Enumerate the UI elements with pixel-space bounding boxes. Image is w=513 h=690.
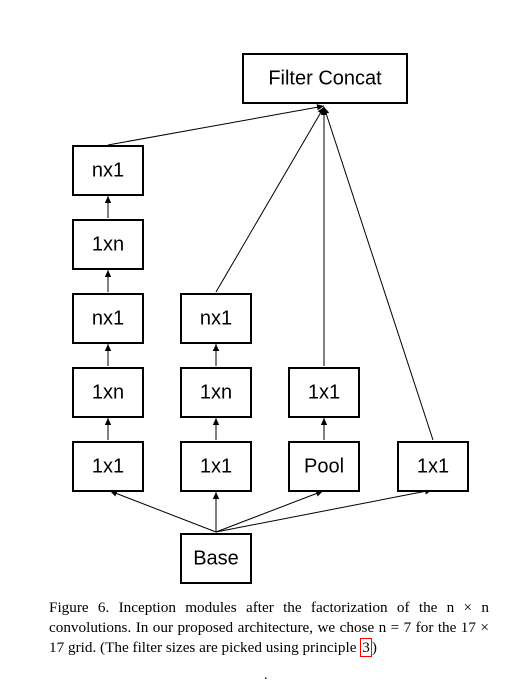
edge-base-b3 (215, 490, 324, 533)
node-branch4-1x1: 1x1 (397, 441, 469, 492)
node-branch1-1xn-lower: 1xn (72, 367, 144, 418)
node-filter-concat: Filter Concat (242, 53, 408, 104)
node-branch1-nx1-top: nx1 (72, 145, 144, 196)
edge-b1-concat (107, 104, 325, 146)
caption-suffix: ) (371, 639, 377, 656)
node-branch1-1x1: 1x1 (72, 441, 144, 492)
node-label: 1x1 (308, 382, 340, 404)
node-filter-concat-label: Filter Concat (268, 68, 382, 90)
footer-mark: . (264, 668, 268, 683)
node-branch1-nx1-middle: nx1 (72, 293, 144, 344)
node-label: nx1 (92, 160, 124, 182)
node-base-label: Base (193, 548, 239, 570)
node-label: 1x1 (417, 456, 449, 478)
inception-module-diagram: Filter Concat nx1 1xn nx1 1xn 1x1 nx1 1x… (72, 53, 469, 584)
node-label: 1x1 (92, 456, 124, 478)
node-branch1-1xn-upper: 1xn (72, 219, 144, 270)
node-label: Pool (304, 456, 344, 478)
edge-base-b4 (215, 488, 433, 533)
node-label: 1xn (92, 382, 124, 404)
node-label: 1xn (92, 234, 124, 256)
node-label: nx1 (200, 308, 232, 330)
node-label: 1x1 (200, 456, 232, 478)
node-branch3-1x1: 1x1 (288, 367, 360, 418)
node-branch2-1x1: 1x1 (180, 441, 252, 492)
edge-b4-concat (323, 106, 434, 441)
figure-caption: Figure 6. Inception modules after the fa… (49, 598, 489, 658)
edge-b2-concat (215, 106, 325, 293)
node-branch3-pool: Pool (288, 441, 360, 492)
edges (104, 104, 434, 533)
node-label: nx1 (92, 308, 124, 330)
edge-base-b1 (109, 490, 217, 533)
caption-text: Figure 6. Inception modules after the fa… (49, 599, 489, 656)
reference-link[interactable]: 3 (360, 638, 372, 657)
node-base: Base (180, 533, 252, 584)
node-branch2-nx1: nx1 (180, 293, 252, 344)
node-branch2-1xn: 1xn (180, 367, 252, 418)
node-label: 1xn (200, 382, 232, 404)
